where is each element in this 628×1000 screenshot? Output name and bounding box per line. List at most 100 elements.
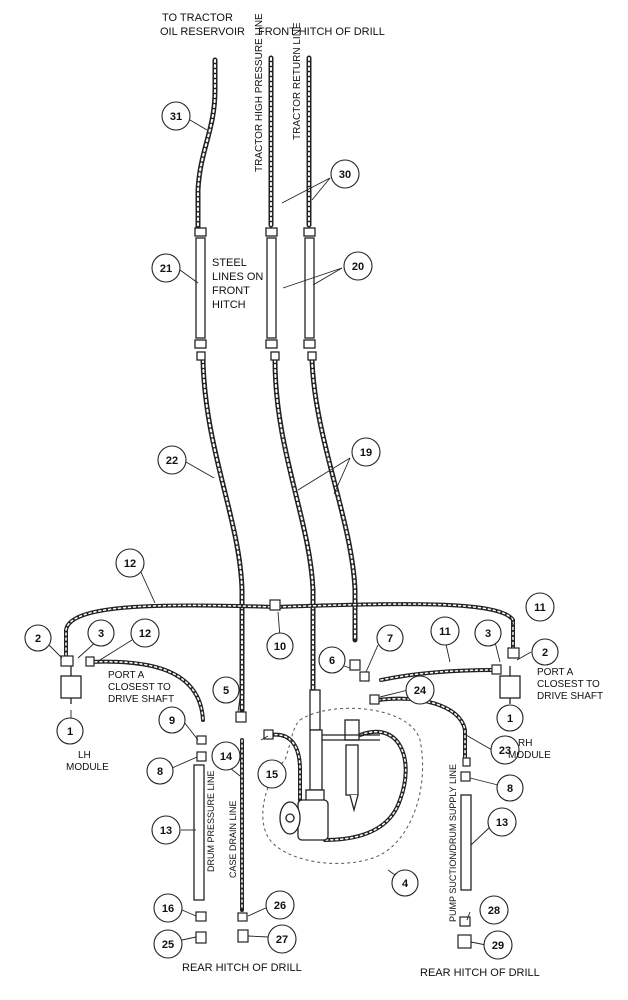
fittings [60, 599, 520, 949]
hose-22 [200, 357, 245, 713]
label-steel-lines-2: LINES ON [212, 271, 264, 283]
label-port-a-left-3: DRIVE SHAFT [108, 694, 175, 705]
label-port-a-right-3: DRIVE SHAFT [537, 691, 604, 702]
callout-2-right: 2 [531, 638, 559, 666]
svg-text:3: 3 [98, 628, 104, 640]
svg-text:1: 1 [507, 713, 513, 725]
label-steel-lines-1: STEEL [212, 257, 247, 269]
svg-text:26: 26 [274, 900, 286, 912]
label-rear-hitch-right: REAR HITCH OF DRILL [420, 967, 540, 979]
svg-text:24: 24 [414, 685, 427, 697]
svg-text:3: 3 [485, 628, 491, 640]
hose-group [64, 55, 515, 912]
svg-text:8: 8 [507, 783, 513, 795]
steel-line-21 [195, 237, 206, 339]
svg-text:23: 23 [499, 745, 511, 757]
callout-25: 25 [153, 929, 183, 959]
callout-31: 31 [161, 101, 191, 131]
label-lh: LH [78, 750, 91, 761]
modules [60, 666, 521, 704]
callout-8-right: 8 [496, 774, 524, 802]
steel-line-20-right [304, 237, 315, 339]
callout-27: 27 [267, 924, 297, 954]
label-front-hitch: FRONT HITCH OF DRILL [258, 26, 385, 38]
label-case-drain-line: CASE DRAIN LINE [228, 800, 238, 878]
label-lh-module: MODULE [66, 762, 109, 773]
svg-text:29: 29 [492, 940, 504, 952]
label-rh-module: MODULE [508, 750, 551, 761]
svg-text:6: 6 [329, 655, 335, 667]
label-pump-suction-line: PUMP SUCTION/DRUM SUPPLY LINE [448, 763, 458, 922]
callout-3-right: 3 [474, 619, 502, 647]
label-oil-reservoir: OIL RESERVOIR [160, 26, 245, 38]
callout-26: 26 [265, 890, 295, 920]
hose-motor-loop [323, 729, 408, 842]
callout-10: 10 [266, 632, 294, 660]
svg-text:9: 9 [169, 715, 175, 727]
label-drum-pressure-line: DRUM PRESSURE LINE [206, 770, 216, 872]
svg-text:30: 30 [339, 169, 351, 181]
svg-text:27: 27 [276, 934, 288, 946]
callout-30: 30 [330, 159, 360, 189]
drum-pressure-tube [193, 764, 205, 901]
callout-20: 20 [343, 251, 373, 281]
svg-text:1: 1 [67, 726, 73, 738]
callout-21: 21 [151, 253, 181, 283]
callout-balloons: 31 30 21 20 22 19 12 11 10 2 3 12 1 7 6 … [24, 101, 559, 960]
svg-text:25: 25 [162, 939, 174, 951]
label-steel-lines-3: FRONT [212, 285, 250, 297]
svg-text:13: 13 [160, 825, 172, 837]
label-high-pressure-line: TRACTOR HIGH PRESSURE LINE [254, 13, 265, 172]
svg-text:19: 19 [360, 447, 372, 459]
svg-text:2: 2 [542, 647, 548, 659]
label-to-tractor: TO TRACTOR [162, 12, 233, 24]
hose-11-lower [379, 668, 497, 682]
svg-text:14: 14 [220, 751, 233, 763]
callout-2-left: 2 [24, 624, 52, 652]
callout-11-lower: 11 [430, 616, 460, 646]
callout-14: 14 [211, 741, 241, 771]
callout-1-right: 1 [496, 704, 524, 732]
label-return-line: TRACTOR RETURN LINE [292, 22, 303, 140]
svg-text:20: 20 [352, 261, 364, 273]
svg-text:11: 11 [534, 602, 546, 614]
svg-text:22: 22 [166, 455, 178, 467]
label-port-a-left-1: PORT A [108, 670, 145, 681]
label-port-a-right-2: CLOSEST TO [537, 679, 600, 690]
label-rear-hitch-left: REAR HITCH OF DRILL [182, 962, 302, 974]
callout-8-left: 8 [146, 757, 174, 785]
valve-assembly [279, 689, 380, 841]
label-port-a-right-1: PORT A [537, 667, 574, 678]
steel-line-20-left [266, 237, 277, 339]
svg-text:12: 12 [139, 628, 151, 640]
svg-text:12: 12 [124, 558, 136, 570]
callout-5: 5 [212, 676, 240, 704]
svg-text:11: 11 [439, 626, 451, 638]
pump-suction-tube [460, 794, 472, 891]
callout-9: 9 [158, 706, 186, 734]
callout-7: 7 [376, 624, 404, 652]
callout-29: 29 [483, 930, 513, 960]
svg-text:10: 10 [274, 641, 286, 653]
svg-text:28: 28 [488, 905, 500, 917]
callout-15: 15 [257, 759, 287, 789]
svg-text:16: 16 [162, 903, 174, 915]
callout-3-left: 3 [87, 619, 115, 647]
svg-text:8: 8 [157, 766, 163, 778]
callout-28: 28 [479, 895, 509, 925]
svg-text:21: 21 [160, 263, 172, 275]
hose-19-right [309, 357, 358, 643]
svg-text:13: 13 [496, 817, 508, 829]
callout-6: 6 [318, 646, 346, 674]
svg-text:5: 5 [223, 685, 229, 697]
svg-text:31: 31 [170, 111, 182, 123]
callout-24: 24 [405, 675, 435, 705]
svg-text:4: 4 [402, 878, 409, 890]
callout-4: 4 [391, 869, 419, 897]
callout-12-top: 12 [115, 548, 145, 578]
callout-13-right: 13 [487, 807, 517, 837]
label-port-a-left-2: CLOSEST TO [108, 682, 171, 693]
label-rh: RH [518, 738, 533, 749]
callout-23: 23 [490, 735, 520, 765]
